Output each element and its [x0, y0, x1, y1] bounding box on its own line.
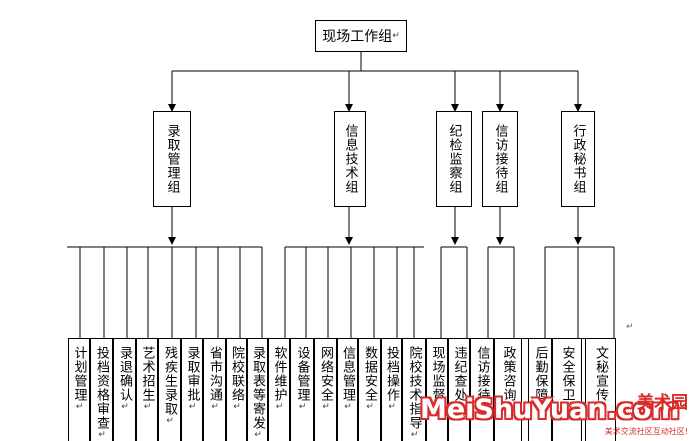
task-label: 计划管理: [71, 346, 87, 402]
task-label: 数据安全: [362, 346, 377, 402]
paragraph-mark-icon: ↵: [74, 402, 85, 413]
task-label: 录退确认: [117, 346, 132, 402]
task-item: 软件维护↵: [268, 338, 290, 441]
paragraph-mark-icon: ↵: [409, 430, 420, 441]
paragraph-mark-icon: ↵: [365, 402, 375, 413]
task-item: 艺术招生↵: [136, 338, 158, 441]
task-label: 安全保卫: [559, 346, 575, 402]
task-label: 录取审批: [184, 346, 200, 402]
task-item: 省市沟通↵: [203, 338, 226, 441]
group-admin: 行政秘书组: [561, 111, 595, 207]
task-item: 设备管理↵: [290, 338, 314, 441]
paragraph-mark-icon: ↵: [165, 416, 175, 427]
group-petition: 信访接待组: [482, 111, 518, 207]
task-row-top-border: [68, 338, 616, 339]
paragraph-mark-icon: ↵: [142, 402, 153, 413]
group-label: 录取管理组: [164, 124, 180, 194]
paragraph-mark-icon: ↵: [454, 402, 465, 413]
task-item: 投档资格审查↵: [90, 338, 113, 441]
paragraph-mark-icon: ↵: [392, 31, 400, 41]
task-item: 违纪查处↵: [448, 338, 470, 441]
task-item: 录取审批↵: [181, 338, 203, 441]
group-discipline: 纪检监察组: [436, 111, 472, 207]
paragraph-mark-icon: ↵: [120, 402, 130, 413]
table-end-mark-icon: ↵: [626, 322, 634, 332]
group-label: 行政秘书组: [570, 124, 586, 194]
task-item: 数据安全↵: [358, 338, 381, 441]
task-label: 录取表等寄发: [250, 346, 265, 430]
watermark-subtitle: 美术交流社区互动社区!: [604, 427, 688, 436]
task-item: 后勤保障↵: [528, 338, 552, 441]
task-item: 政策咨询↵: [494, 338, 522, 441]
paragraph-mark-icon: ↵: [343, 402, 353, 413]
paragraph-mark-icon: ↵: [253, 430, 263, 441]
root-label: 现场工作组: [322, 29, 393, 45]
watermark-logo: 美术园: [637, 393, 688, 413]
task-item: 录退确认↵: [113, 338, 136, 441]
paragraph-mark-icon: ↵: [596, 402, 606, 413]
paragraph-mark-icon: ↵: [297, 402, 308, 413]
paragraph-mark-icon: ↵: [503, 402, 514, 413]
paragraph-mark-icon: ↵: [562, 402, 573, 413]
task-label: 投档资格审查: [94, 346, 109, 430]
task-item: 信息管理↵: [337, 338, 358, 441]
task-label: 信息管理: [340, 346, 355, 402]
task-label: 违纪查处: [451, 346, 467, 402]
task-label: 艺术招生: [139, 346, 155, 402]
paragraph-mark-icon: ↵: [274, 402, 285, 413]
task-label: 院校技术指导: [406, 346, 422, 430]
task-item: 院校联络↵: [226, 338, 247, 441]
watermark: MeiShuYuan.com 美术园 美术交流社区互动社区!: [416, 386, 694, 441]
group-label: 纪检监察组: [446, 124, 462, 194]
group-it: 信息技术组: [334, 111, 366, 207]
paragraph-mark-icon: ↵: [321, 402, 331, 413]
group-label: 信访接待组: [492, 124, 508, 194]
task-label: 信访接待: [474, 346, 490, 402]
task-item: 现场监督↵: [426, 338, 448, 441]
task-label: 设备管理: [294, 346, 310, 402]
task-item: 信访接待↵: [470, 338, 494, 441]
paragraph-mark-icon: ↵: [477, 402, 488, 413]
group-label: 信息技术组: [342, 124, 358, 194]
task-label: 现场监督: [429, 346, 445, 402]
task-item: 安全保卫↵: [552, 338, 582, 441]
paragraph-mark-icon: ↵: [97, 430, 107, 441]
task-item: 院校技术指导↵: [402, 338, 426, 441]
task-label: 投档操作: [384, 346, 399, 402]
task-item: 网络安全↵: [314, 338, 337, 441]
watermark-text: MeiShuYuan.com: [420, 394, 680, 425]
paragraph-mark-icon: ↵: [232, 402, 242, 413]
task-item: 录取表等寄发↵: [247, 338, 268, 441]
paragraph-mark-icon: ↵: [187, 402, 198, 413]
paragraph-mark-icon: ↵: [432, 402, 443, 413]
task-label: 网络安全: [318, 346, 333, 402]
task-label: 政策咨询: [500, 346, 516, 402]
task-label: 文秘宣传: [593, 346, 608, 402]
task-item: 投档操作↵: [381, 338, 402, 441]
task-label: 后勤保障: [532, 346, 548, 402]
task-item: 文秘宣传↵: [585, 338, 616, 441]
task-label: 软件维护: [271, 346, 287, 402]
paragraph-mark-icon: ↵: [535, 402, 546, 413]
task-item: 计划管理↵: [68, 338, 90, 441]
group-admission: 录取管理组: [153, 111, 191, 207]
task-label: 院校联络: [229, 346, 244, 402]
task-label: 省市沟通: [207, 346, 222, 402]
task-item: 残疾生录取↵: [158, 338, 181, 441]
task-label: 残疾生录取: [162, 346, 177, 416]
paragraph-mark-icon: ↵: [210, 402, 220, 413]
paragraph-mark-icon: ↵: [387, 402, 397, 413]
root-node: 现场工作组↵: [315, 20, 407, 52]
